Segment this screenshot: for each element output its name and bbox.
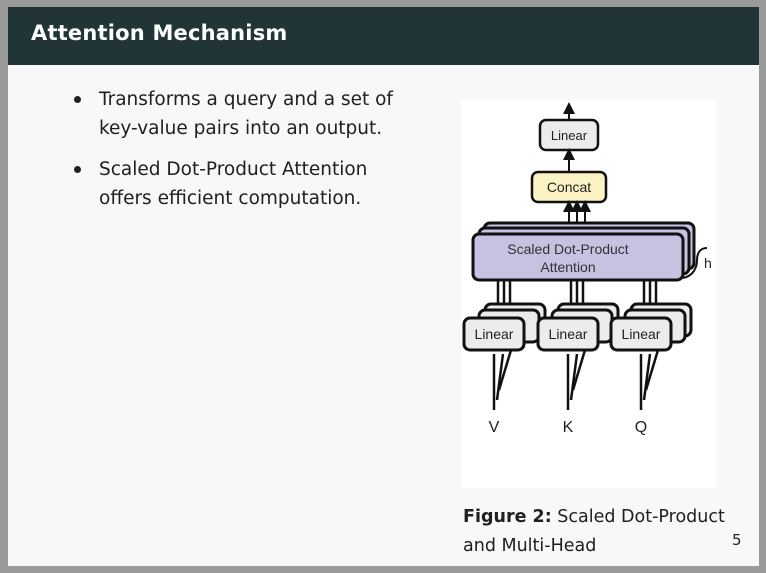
linear-q-label: Linear — [622, 326, 661, 342]
bullet-text: Transforms a query and a set of key-valu… — [99, 89, 393, 139]
attention-label-line1: Scaled Dot-Product — [507, 241, 629, 257]
caption-text: Scaled Dot-Product and Multi-Head — [463, 507, 725, 556]
input-arrows — [492, 349, 660, 410]
page-number: 5 — [732, 531, 742, 549]
linear-connectors — [496, 280, 658, 315]
attention-label-line2: Attention — [540, 259, 595, 275]
linear-q-box — [609, 316, 673, 352]
linear-v-label: Linear — [475, 326, 514, 342]
figure-multihead-attention: Linear Concat Scaled Dot-Product Attenti… — [461, 100, 716, 488]
bullet-icon — [74, 166, 81, 173]
linear-k-box — [536, 316, 600, 352]
h-label: h — [704, 255, 712, 271]
slide: Attention Mechanism Transforms a query a… — [8, 7, 759, 566]
slide-title: Attention Mechanism — [31, 21, 288, 45]
bullet-list: Transforms a query and a set of key-valu… — [72, 85, 412, 225]
caption-label: Figure 2: — [463, 507, 552, 527]
linear-k-label: Linear — [549, 326, 588, 342]
bullet-icon — [74, 96, 81, 103]
multihead-diagram: Linear Concat Scaled Dot-Product Attenti… — [462, 102, 712, 436]
h-brace — [682, 247, 708, 279]
bullet-item: Transforms a query and a set of key-valu… — [72, 85, 412, 143]
input-v-label: V — [489, 419, 500, 436]
linear-v-box — [462, 316, 526, 352]
figure-caption: Figure 2: Scaled Dot-Product and Multi-H… — [463, 503, 733, 561]
input-k-label: K — [563, 419, 574, 436]
title-bar: Attention Mechanism — [8, 7, 759, 65]
bullet-item: Scaled Dot-Product Attention offers effi… — [72, 155, 412, 213]
input-q-label: Q — [635, 419, 647, 436]
bullet-text: Scaled Dot-Product Attention offers effi… — [99, 159, 368, 209]
top-linear-label: Linear — [551, 128, 588, 143]
concat-label: Concat — [547, 179, 591, 195]
